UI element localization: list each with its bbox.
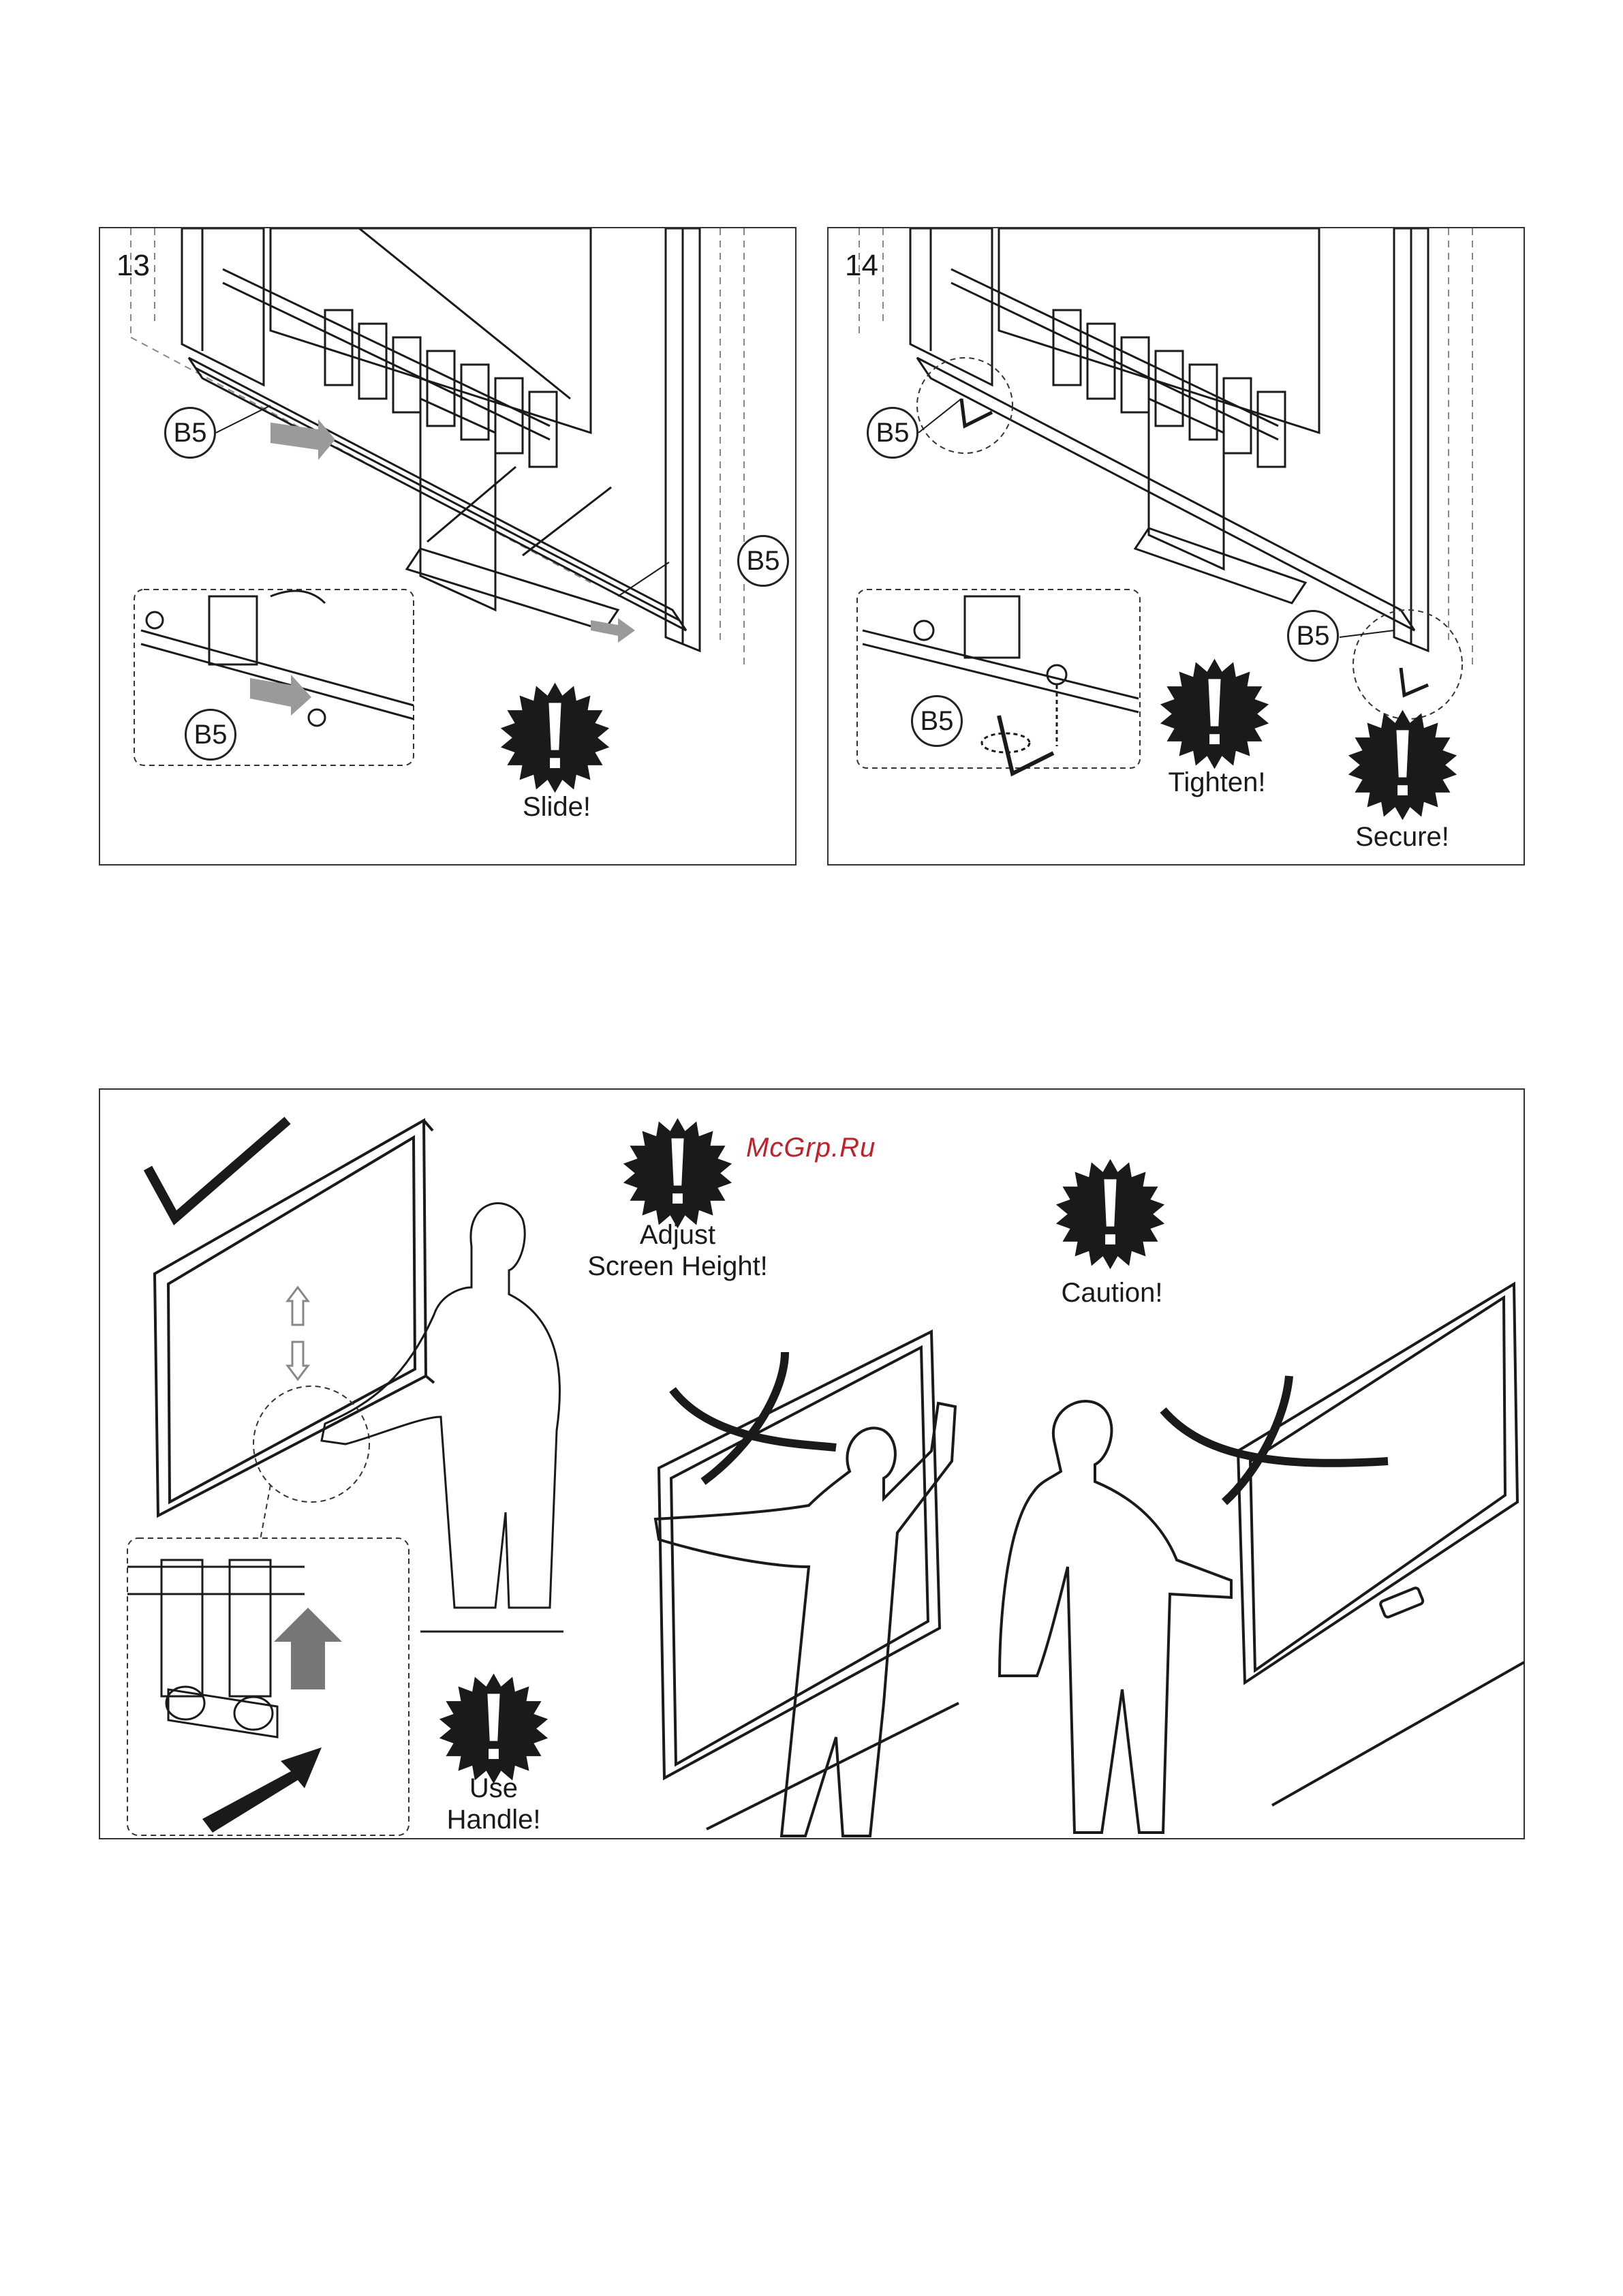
warning-handle-label: Use Handle! [434, 1773, 553, 1835]
step-number: 14 [845, 249, 878, 283]
callout-b5: B5 [164, 407, 216, 459]
warning-burst-icon [1346, 709, 1459, 821]
cross-mark-icon [673, 1352, 836, 1482]
warning-slide-label: Slide! [509, 791, 604, 823]
warning-burst-icon [621, 1117, 734, 1229]
arrow-down-icon [288, 1342, 308, 1379]
check-mark-icon [148, 1120, 288, 1218]
step-13-panel: 13 B5 B5 B5 Slide! [99, 227, 797, 866]
callout-b5: B5 [737, 535, 789, 587]
callout-b5: B5 [1287, 610, 1339, 662]
warning-burst-icon [437, 1672, 550, 1785]
warning-burst-icon [499, 682, 611, 794]
arrow-up-icon [288, 1287, 308, 1325]
warning-secure-label: Secure! [1341, 821, 1464, 853]
callout-b5: B5 [911, 695, 963, 747]
usage-illustration [100, 1090, 1526, 1841]
warning-burst-icon [1054, 1158, 1166, 1270]
warning-burst-icon [1158, 658, 1271, 770]
step-14-panel: 14 B5 B5 B5 Tighten! Secure! [827, 227, 1525, 866]
usage-panel: McGrp.Ru Adjust Screen Height! Caution! … [99, 1088, 1525, 1839]
callout-b5: B5 [185, 709, 236, 761]
step-13-illustration [100, 228, 798, 867]
step-number: 13 [117, 249, 150, 283]
warning-adjust-label: Adjust Screen Height! [577, 1219, 778, 1282]
warning-caution-label: Caution! [1057, 1277, 1166, 1308]
warning-tighten-label: Tighten! [1156, 767, 1278, 798]
watermark: McGrp.Ru [746, 1133, 876, 1163]
callout-b5: B5 [867, 407, 918, 459]
hex-key-icon [1401, 668, 1428, 695]
